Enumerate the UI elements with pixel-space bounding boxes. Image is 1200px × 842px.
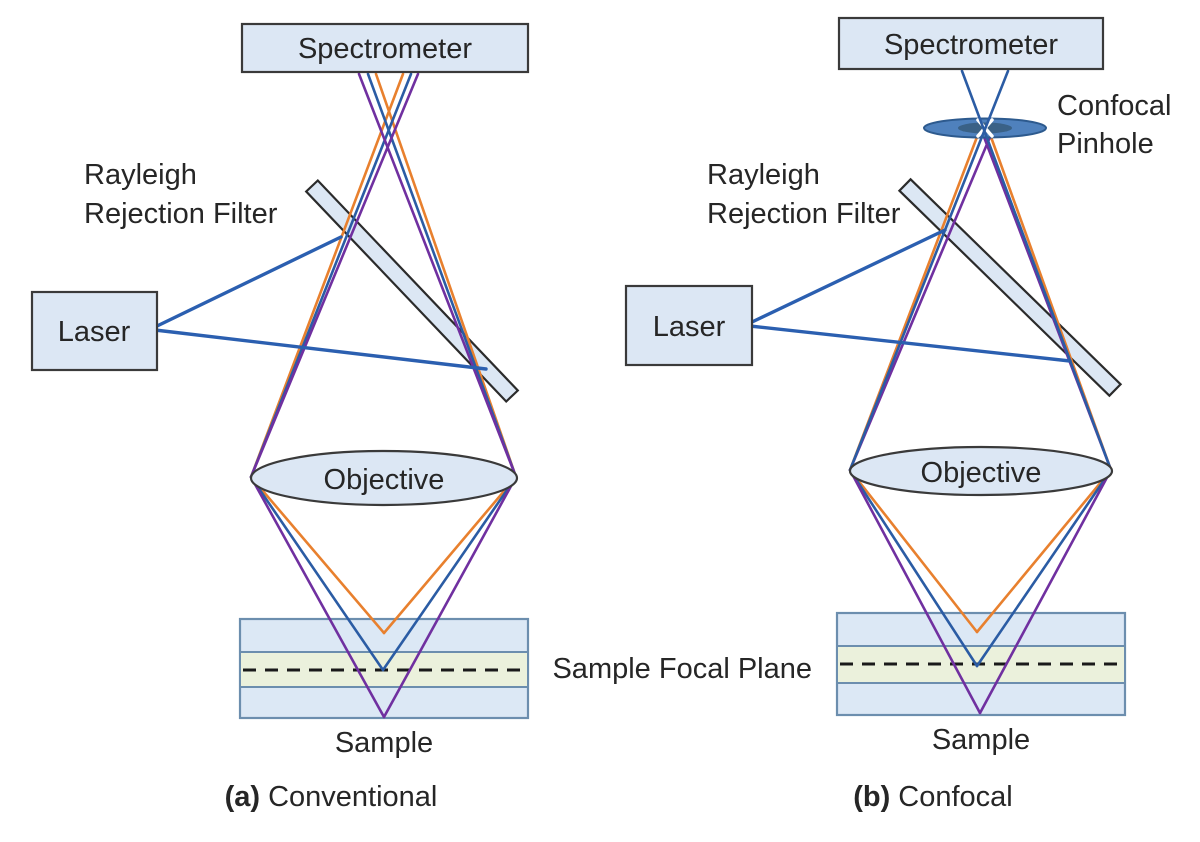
caption-b-tag: (b)	[853, 781, 890, 813]
raman-ray-purple-up-right	[357, 72, 518, 479]
pinhole-label-line2: Pinhole	[1057, 128, 1154, 160]
laser-box	[30, 290, 159, 372]
caption-b: (b)Confocal	[853, 781, 1013, 813]
focus-ray-purple-left	[249, 475, 386, 719]
objective-label: Objective	[921, 457, 1042, 489]
caption-a-text: Conventional	[268, 781, 437, 813]
diagram-a: Spectrometer Rayleigh Rejection Filter L…	[30, 22, 530, 813]
spectrometer-label: Spectrometer	[298, 33, 472, 65]
spectrometer-box	[240, 22, 530, 74]
focus-ray-orange-right	[382, 475, 518, 635]
spectrometer-label: Spectrometer	[884, 29, 1058, 61]
infocus-ray-blue-left	[848, 69, 1010, 472]
focus-ray-blue-right	[975, 468, 1113, 668]
caption-a: (a)Conventional	[225, 781, 438, 813]
filter-label-line2: Rejection Filter	[707, 198, 901, 230]
focus-ray-blue-left	[848, 468, 979, 668]
caption-b-text: Confocal	[898, 781, 1012, 813]
filter-label-line1: Rayleigh	[84, 159, 197, 191]
laser-beam-lower	[748, 324, 1072, 363]
laser-beam-upper	[153, 235, 343, 329]
caption-a-tag: (a)	[225, 781, 260, 813]
rayleigh-rejection-filter	[897, 177, 1123, 398]
focus-ray-purple-left	[848, 468, 982, 715]
focus-ray-purple-right	[978, 468, 1113, 715]
raman-ray-purple-up-left	[249, 72, 420, 479]
filter-label-line2: Rejection Filter	[84, 198, 278, 230]
sample-label: Sample	[932, 724, 1030, 756]
objective-label: Objective	[324, 464, 445, 496]
focus-ray-blue-left	[249, 475, 385, 672]
focus-ray-orange-right	[975, 468, 1113, 634]
laser-box	[624, 284, 754, 367]
objective-lens	[848, 445, 1114, 497]
laser-label: Laser	[58, 316, 131, 348]
sample-focal-plane-label: Sample Focal Plane	[552, 653, 812, 685]
focus-ray-purple-right	[382, 475, 518, 719]
laser-label: Laser	[653, 311, 726, 343]
objective-lens	[249, 449, 519, 507]
raman-ray-blue-up-right	[366, 72, 518, 479]
diagram-b: Spectrometer Confocal Pinhole Rayleigh R…	[552, 16, 1171, 813]
pinhole-label-line1: Confocal	[1057, 90, 1171, 122]
laser-beam-lower	[153, 328, 488, 371]
infocus-ray-blue-right	[960, 69, 1113, 472]
laser-beam-upper	[748, 228, 947, 325]
focus-ray-orange-left	[848, 468, 979, 634]
focus-ray-blue-right	[381, 475, 518, 672]
filter-label-line1: Rayleigh	[707, 159, 820, 191]
spectrometer-box	[837, 16, 1105, 71]
sample-label: Sample	[335, 727, 433, 759]
focus-ray-orange-left	[249, 475, 386, 635]
